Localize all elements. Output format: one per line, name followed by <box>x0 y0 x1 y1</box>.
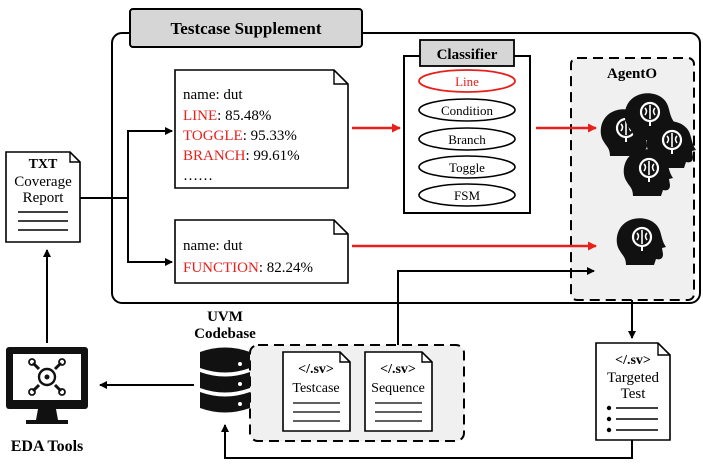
codebase-to-agent-arrow <box>397 267 595 345</box>
classifier-item-condition-oval <box>418 98 516 122</box>
testcase-tag: </.sv> <box>298 362 334 377</box>
classifier-item-condition: Condition <box>441 103 494 118</box>
targeted-to-codebase-arrow <box>221 424 633 459</box>
classifier-item-fsm-oval <box>418 183 516 207</box>
classifier-title: Classifier <box>437 47 498 63</box>
box2-row-function: FUNCTION: 82.24% <box>183 260 313 276</box>
sequence-label: Sequence <box>371 381 425 396</box>
coverage-report-line3: Report <box>23 190 65 206</box>
supplement-title: Testcase Supplement <box>171 19 322 38</box>
box1-ellipsis: …… <box>183 168 213 184</box>
classifier-item-toggle-oval <box>418 155 516 179</box>
box2-name: name: dut <box>183 238 243 254</box>
classifier-panel: Classifier Line Condition Branch Toggle … <box>403 39 531 214</box>
targeted-test-line1: Targeted <box>607 370 659 386</box>
report-to-box1-arrow <box>80 127 173 199</box>
box1-row-toggle: TOGGLE: 95.33% <box>183 128 297 144</box>
box1-row-branch: BRANCH: 99.61% <box>183 148 300 164</box>
eda-monitor-icon <box>6 347 88 424</box>
agent-title: AgentO <box>607 66 657 82</box>
coverage-report-doc: TXT Coverage Report <box>5 151 81 243</box>
codebase-label-line1: UVM <box>207 309 243 325</box>
targeted-test-doc: </.sv> Targeted Test <box>595 342 671 441</box>
targeted-test-tag: </.sv> <box>615 353 651 368</box>
sequence-file: </.sv> Sequence <box>364 351 433 432</box>
coverage-box-1: name: dut LINE: 85.48% TOGGLE: 95.33% BR… <box>174 69 349 189</box>
classifier-item-branch-oval <box>418 127 516 151</box>
coverage-report-line2: Coverage <box>14 174 72 190</box>
sequence-tag: </.sv> <box>380 362 416 377</box>
testcase-label: Testcase <box>292 381 339 396</box>
box1-row-line: LINE: 85.48% <box>183 108 271 124</box>
eda-tools-label: EDA Tools <box>11 438 83 455</box>
classifier-item-line: Line <box>455 74 479 89</box>
classifier-item-line-oval <box>418 69 516 93</box>
classifier-item-fsm: FSM <box>454 188 480 203</box>
codebase-label-line2: Codebase <box>194 326 256 342</box>
coverage-report-line1: TXT <box>29 157 58 172</box>
tools-icon <box>28 358 66 396</box>
report-to-box2-arrow <box>127 198 173 266</box>
classifier-item-toggle: Toggle <box>449 160 485 175</box>
classifier-item-branch: Branch <box>448 132 486 147</box>
database-icon <box>200 347 250 413</box>
coverage-box-2: name: dut FUNCTION: 82.24% <box>174 219 349 284</box>
supplement-title-tab: Testcase Supplement <box>129 8 363 48</box>
box1-name: name: dut <box>183 87 243 103</box>
targeted-test-line2: Test <box>621 386 647 402</box>
testcase-file: </.sv> Testcase <box>282 351 351 432</box>
